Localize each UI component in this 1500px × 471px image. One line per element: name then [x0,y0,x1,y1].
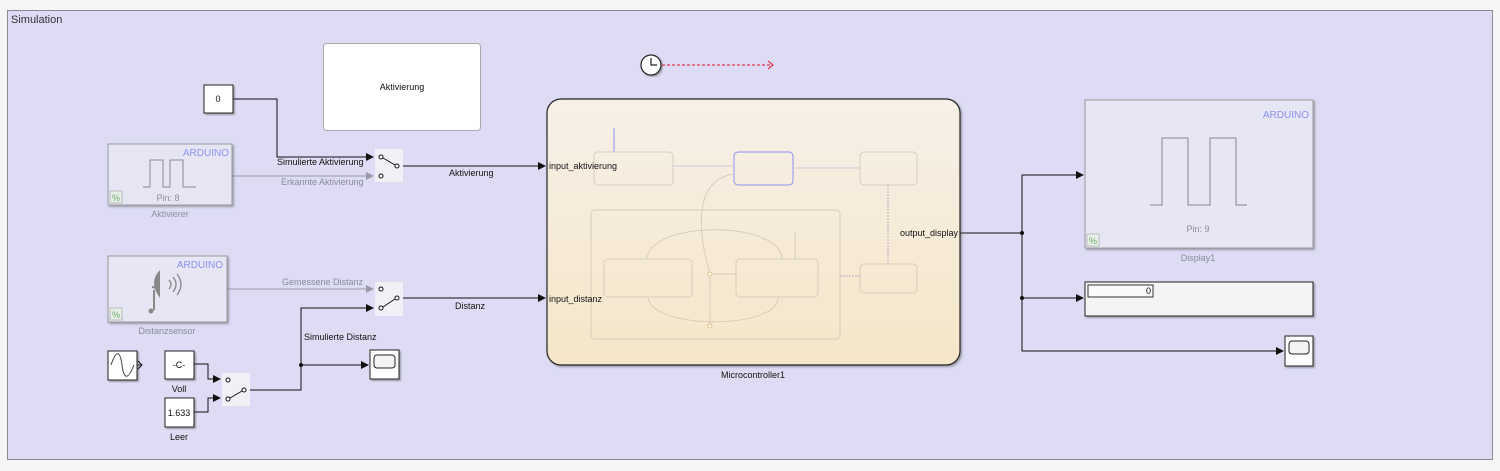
pulse-icon [1150,137,1247,206]
constant-value: 0 [215,94,220,104]
scope-block-distanz[interactable] [369,349,400,380]
block-name: Voll [172,384,187,394]
switch-aktivierung[interactable] [375,149,403,182]
svg-text:%: % [1089,236,1097,246]
microcontroller-chart-block[interactable]: input_aktivierung input_distanz output_d… [546,98,961,380]
constant-zero-block[interactable]: 0 [203,84,234,114]
signal-label-gemessene-distanz[interactable]: Gemessene Distanz [282,277,364,287]
distanzsensor-block[interactable]: ARDUINO % Distanzsensor [107,255,228,336]
scope-block-output[interactable] [1284,335,1314,367]
signal-label-distanz[interactable]: Distanz [455,301,486,311]
signal-label-erkannte-aktivierung[interactable]: Erkannte Aktivierung [281,177,364,187]
signal-label-simulierte-distanz[interactable]: Simulierte Distanz [304,332,377,342]
constant-value: 1.633 [168,408,191,418]
display1-block[interactable]: ARDUINO Pin: 9 % Display1 [1084,99,1314,263]
block-name: Leer [170,432,188,442]
branch-point [1020,231,1024,235]
ultrasonic-sensor-icon [148,270,182,314]
annotation-text: Aktivierung [380,82,425,92]
block-name: Aktivierer [151,209,189,219]
block-name: Microcontroller1 [721,370,785,380]
sine-icon [110,353,135,377]
chart-preview [590,128,918,340]
clock-icon[interactable] [640,54,662,76]
display-value: 0 [1146,286,1151,296]
block-name: Display1 [1181,253,1216,263]
pulse-icon [143,159,196,188]
aktivierer-block[interactable]: ARDUINO Pin: 8 % Aktivierer [107,143,233,219]
signal-label-aktivierung[interactable]: Aktivierung [449,168,494,178]
percent-icon [109,307,123,321]
svg-text:%: % [112,193,120,203]
area-title: Simulation [11,14,62,26]
switch-voll-leer[interactable] [222,373,250,406]
pin-label: Pin: 9 [1186,224,1209,234]
arduino-label: ARDUINO [183,148,229,159]
scope-icon [373,354,396,369]
output-port-display[interactable]: output_display [900,228,959,238]
signal-lines [137,98,1284,413]
sine-wave-block[interactable] [107,350,143,381]
input-port-distanz[interactable]: input_distanz [549,294,603,304]
leer-constant-block[interactable]: 1.633 Leer [164,397,195,442]
annotation-aktivierung[interactable]: Aktivierung [323,43,481,131]
branch-point [1020,296,1024,300]
clock-arrow [767,60,774,70]
percent-icon [109,190,123,204]
block-name: Distanzsensor [138,326,195,336]
arduino-label: ARDUINO [177,260,223,271]
numeric-display-block[interactable]: 0 [1084,281,1314,317]
arduino-label: ARDUINO [1263,110,1309,121]
branch-point [299,363,303,367]
voll-constant-block[interactable]: -C- Voll [164,350,195,394]
input-port-aktivierung[interactable]: input_aktivierung [549,161,617,171]
percent-icon [1086,233,1100,247]
pin-label: Pin: 8 [156,193,179,203]
switch-distanz[interactable] [375,282,403,316]
signal-label-simulierte-aktivierung[interactable]: Simulierte Aktivierung [277,157,364,167]
constant-value: -C- [173,360,186,370]
scope-icon [1288,340,1310,355]
svg-text:%: % [112,310,120,320]
